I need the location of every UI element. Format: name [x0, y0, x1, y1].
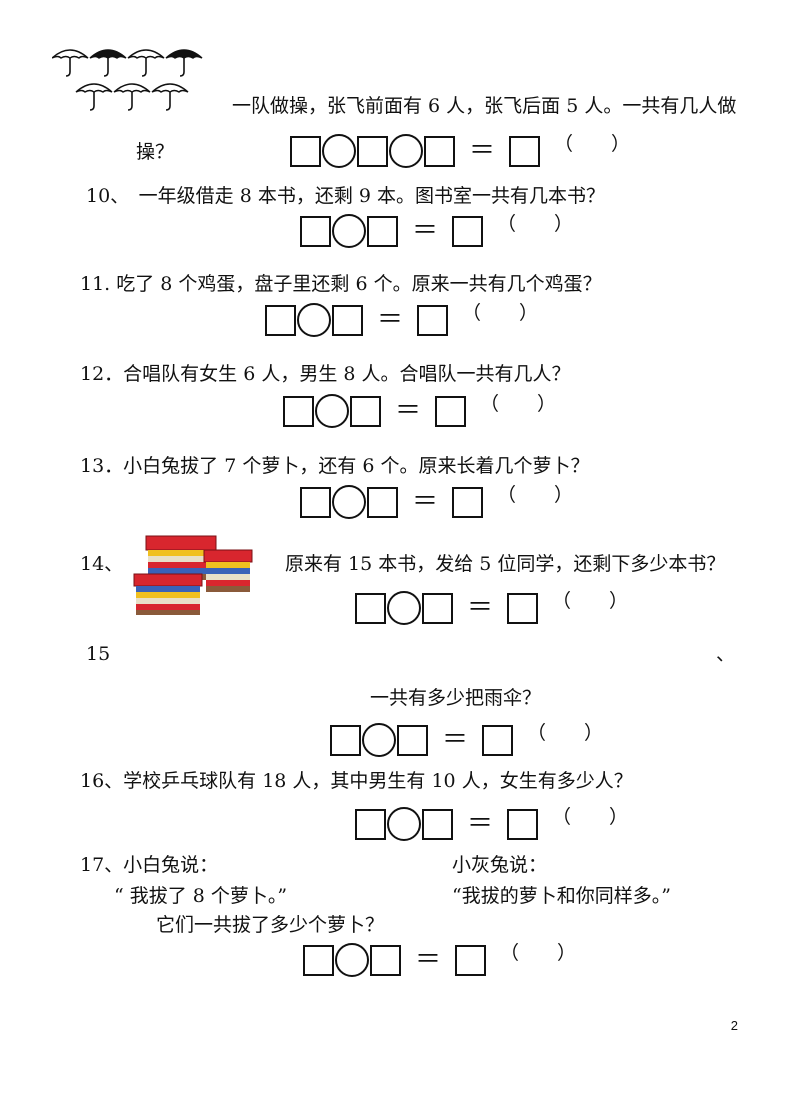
answer-box[interactable]	[355, 808, 386, 840]
answer-box[interactable]	[300, 486, 331, 518]
unit-blank[interactable]: （ ）	[497, 213, 574, 235]
answer-box[interactable]	[350, 395, 381, 427]
q14-equation: ＝ （ ）	[355, 590, 628, 626]
answer-box[interactable]	[265, 304, 296, 336]
answer-box[interactable]	[303, 944, 334, 976]
answer-box[interactable]	[355, 592, 386, 624]
unit-blank[interactable]: （ ）	[500, 942, 577, 964]
equal-sign: ＝	[442, 725, 469, 755]
q13-text: 13．小白兔拔了 7 个萝卜，还有 6 个。原来长着几个萝卜？	[80, 455, 590, 477]
q17-label-left: 17、小白兔说：	[80, 854, 219, 876]
equal-sign: ＝	[377, 305, 404, 335]
result-box[interactable]	[507, 592, 539, 624]
answer-box[interactable]	[332, 304, 363, 336]
q9-text: 一队做操，张飞前面有 6 人，张飞后面 5 人。一共有几人做	[232, 95, 737, 117]
q17-question: 它们一共拔了多少个萝卜？	[156, 914, 385, 936]
answer-box[interactable]	[290, 135, 321, 167]
unit-blank[interactable]: （ ）	[552, 806, 629, 828]
q15-number: 15	[86, 643, 111, 665]
q12-text: 12．合唱队有女生 6 人，男生 8 人。合唱队一共有几人？	[80, 363, 571, 385]
unit-blank[interactable]: （ ）	[552, 590, 629, 612]
unit-blank[interactable]: （ ）	[480, 393, 557, 415]
q14-number: 14、	[80, 553, 124, 575]
operator-circle[interactable]	[332, 485, 366, 519]
answer-box[interactable]	[422, 592, 453, 624]
q17-quote-left: “ 我拔了 8 个萝卜。”	[114, 885, 288, 907]
operator-circle[interactable]	[389, 134, 423, 168]
q16-text: 16、学校乒乓球队有 18 人，其中男生有 10 人，女生有多少人？	[80, 770, 633, 792]
answer-box[interactable]	[357, 135, 388, 167]
q16-equation: ＝ （ ）	[355, 806, 628, 842]
result-box[interactable]	[507, 808, 539, 840]
q9-text-continued: 操？	[136, 141, 175, 163]
answer-box[interactable]	[367, 215, 398, 247]
operator-circle[interactable]	[297, 303, 331, 337]
equal-sign: ＝	[467, 593, 494, 623]
unit-blank[interactable]: （ ）	[527, 722, 604, 744]
q15-mark: 、	[716, 643, 736, 665]
answer-box[interactable]	[367, 486, 398, 518]
q15-equation: ＝ （ ）	[330, 722, 603, 758]
page-number: 2	[730, 1018, 738, 1033]
operator-circle[interactable]	[335, 943, 369, 977]
operator-circle[interactable]	[387, 591, 421, 625]
operator-circle[interactable]	[362, 723, 396, 757]
result-box[interactable]	[452, 486, 484, 518]
q17-quote-right: “我拔的萝卜和你同样多。”	[452, 885, 671, 907]
answer-box[interactable]	[397, 724, 428, 756]
q13-equation: ＝ （ ）	[300, 484, 573, 520]
q15-text: 一共有多少把雨伞？	[370, 687, 542, 709]
operator-circle[interactable]	[315, 394, 349, 428]
result-box[interactable]	[417, 304, 449, 336]
q11-text: 11. 吃了 8 个鸡蛋，盘子里还剩 6 个。原来一共有几个鸡蛋？	[80, 273, 602, 295]
unit-blank[interactable]: （ ）	[497, 484, 574, 506]
answer-box[interactable]	[330, 724, 361, 756]
equal-sign: ＝	[469, 136, 496, 166]
result-box[interactable]	[455, 944, 487, 976]
result-box[interactable]	[509, 135, 541, 167]
answer-box[interactable]	[283, 395, 314, 427]
answer-box[interactable]	[300, 215, 331, 247]
q11-equation: ＝ （ ）	[265, 302, 538, 338]
equal-sign: ＝	[467, 809, 494, 839]
answer-box[interactable]	[424, 135, 455, 167]
umbrellas-illustration	[52, 49, 203, 111]
answer-box[interactable]	[422, 808, 453, 840]
q10-equation: ＝ （ ）	[300, 213, 573, 249]
unit-blank[interactable]: （ ）	[462, 302, 539, 324]
equal-sign: ＝	[412, 216, 439, 246]
answer-box[interactable]	[370, 944, 401, 976]
q10-text: 10、 一年级借走 8 本书，还剩 9 本。图书室一共有几本书？	[86, 185, 606, 207]
q17-label-right: 小灰兔说：	[452, 854, 548, 876]
q12-equation: ＝ （ ）	[283, 393, 556, 429]
operator-circle[interactable]	[332, 214, 366, 248]
q14-text: 原来有 15 本书，发给 5 位同学，还剩下多少本书？	[285, 553, 726, 575]
q17-equation: ＝ （ ）	[303, 942, 576, 978]
equal-sign: ＝	[395, 396, 422, 426]
equal-sign: ＝	[412, 487, 439, 517]
operator-circle[interactable]	[387, 807, 421, 841]
result-box[interactable]	[452, 215, 484, 247]
result-box[interactable]	[482, 724, 514, 756]
q9-equation: ＝ （ ）	[290, 133, 630, 169]
operator-circle[interactable]	[322, 134, 356, 168]
unit-blank[interactable]: （ ）	[554, 133, 631, 155]
equal-sign: ＝	[415, 945, 442, 975]
books-illustration	[133, 535, 253, 615]
result-box[interactable]	[435, 395, 467, 427]
